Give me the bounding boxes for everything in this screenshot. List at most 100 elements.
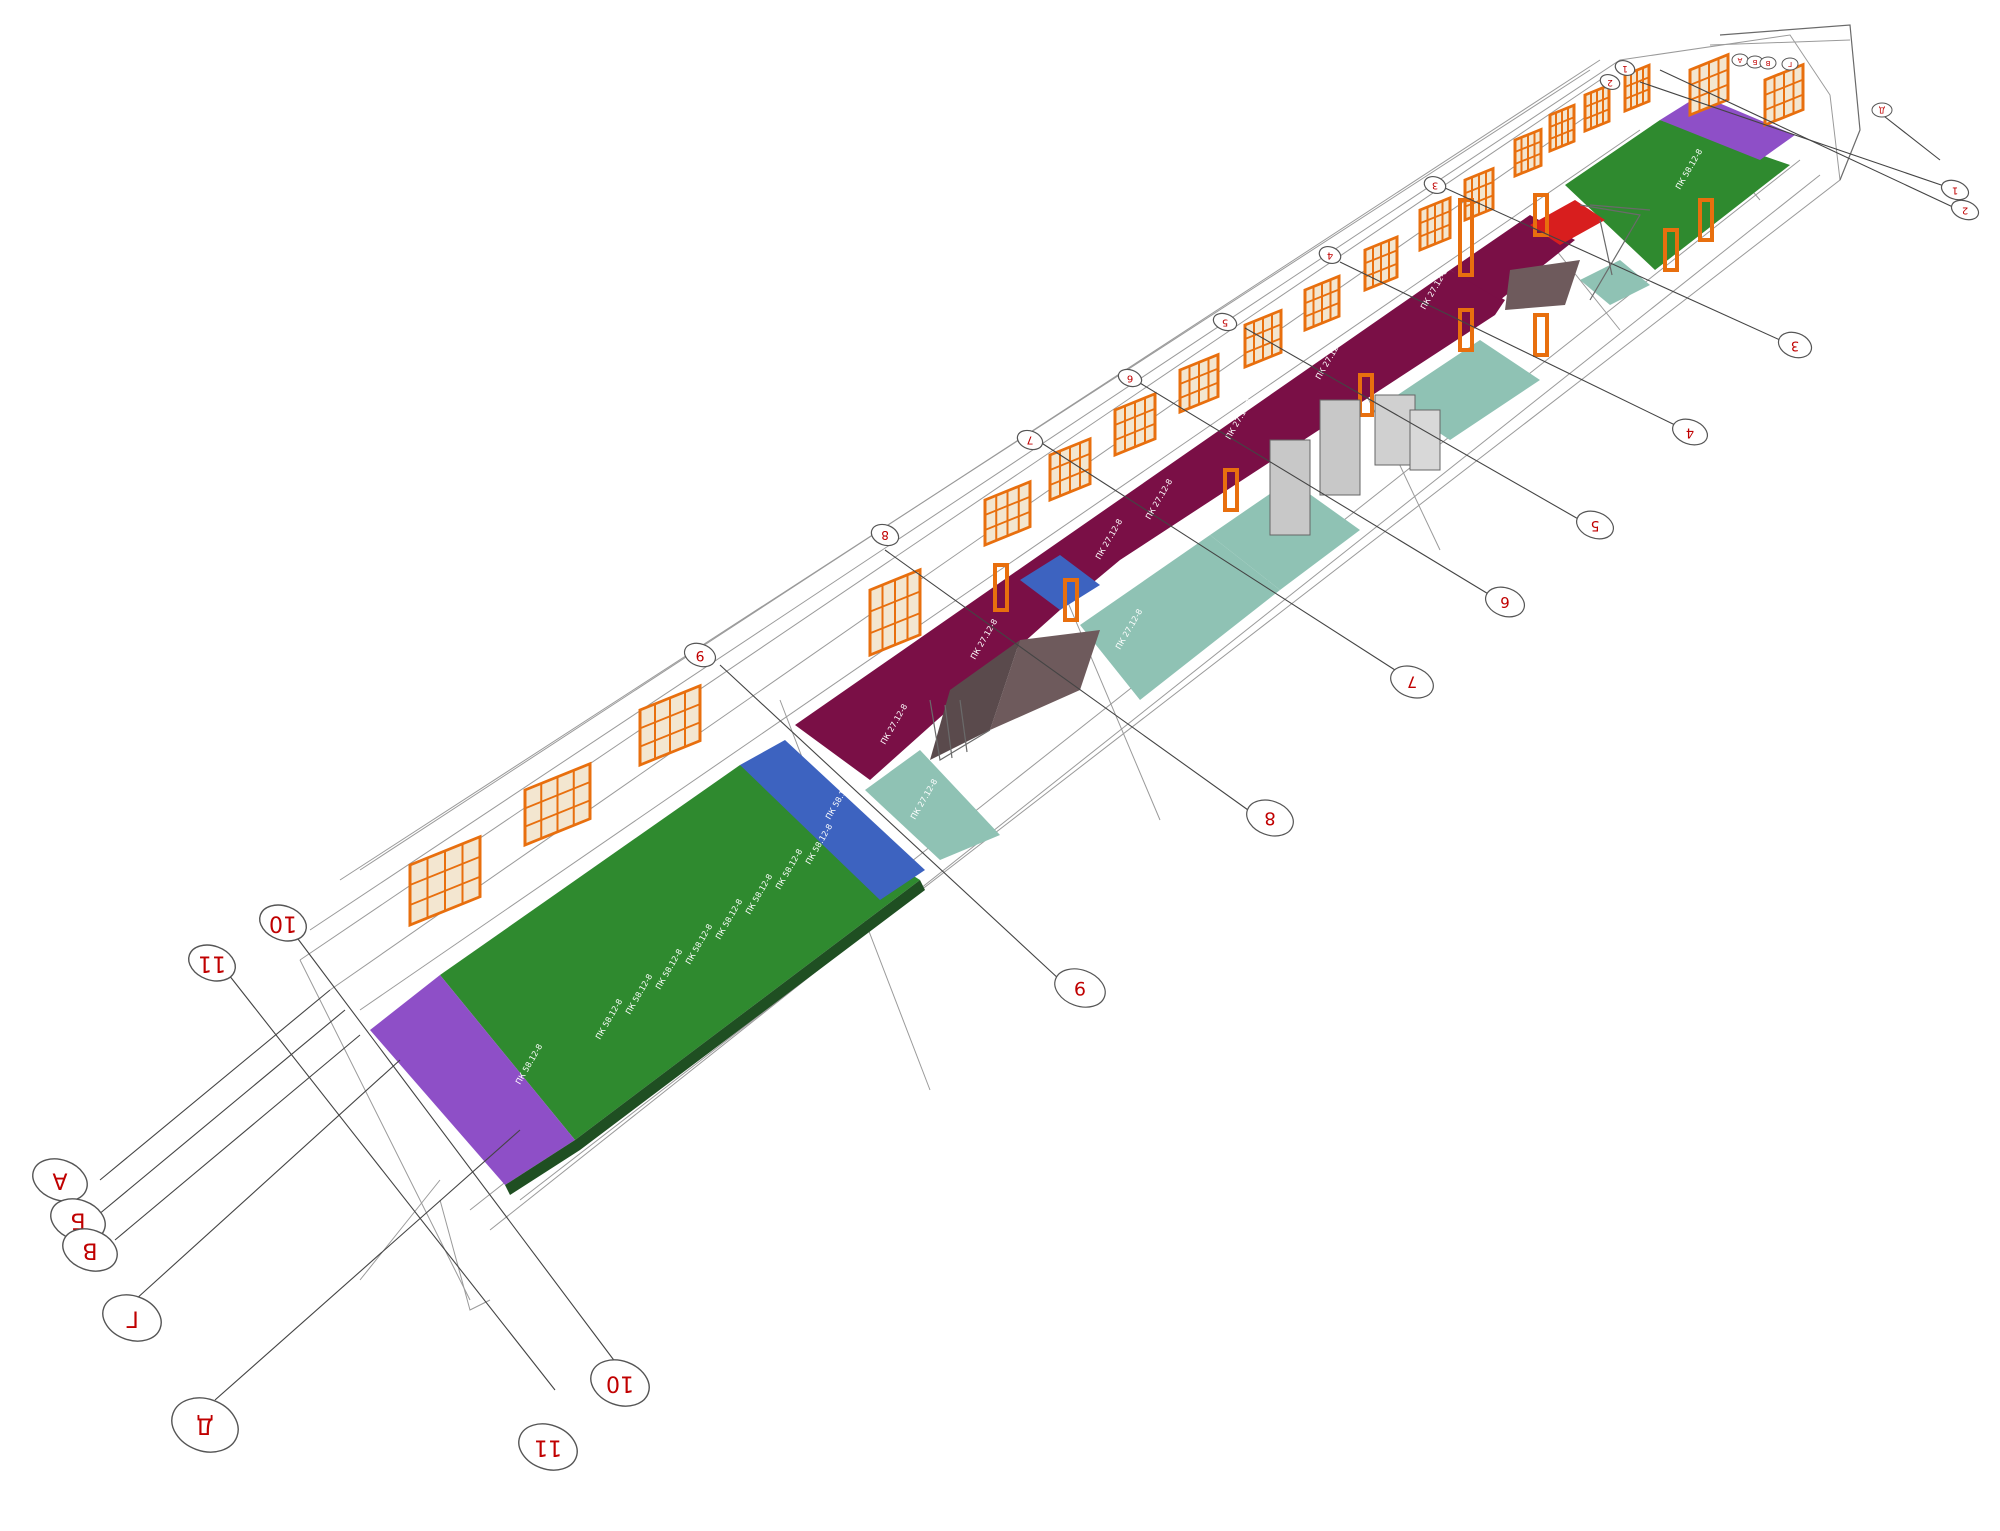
axis-marker-G-top: Г bbox=[1781, 57, 1799, 71]
window-frame bbox=[1623, 63, 1651, 114]
floor-zone-green-right bbox=[1565, 120, 1790, 270]
axis-markers: А Б В Г Д 11 10 10 bbox=[32, 53, 1980, 1471]
window-frame bbox=[1418, 195, 1452, 253]
svg-text:9: 9 bbox=[1074, 977, 1086, 999]
floor-zone-green-large bbox=[440, 765, 920, 1140]
svg-text:8: 8 bbox=[1264, 808, 1275, 829]
door-frame bbox=[1663, 228, 1679, 272]
axis-marker-3-right: 3 bbox=[1777, 331, 1813, 359]
leader-lines bbox=[97, 69, 1956, 1401]
window-frame bbox=[1303, 274, 1341, 333]
door-frame bbox=[1458, 198, 1474, 277]
axis-marker-5-right: 5 bbox=[1576, 510, 1614, 540]
axis-marker-10-bottom: 10 bbox=[590, 1359, 650, 1407]
axis-marker-9-top: 9 bbox=[683, 642, 717, 668]
window-frame bbox=[1463, 166, 1495, 223]
svg-text:9: 9 bbox=[696, 647, 705, 663]
sanitary-cubicles bbox=[1269, 394, 1441, 536]
door-frame bbox=[1698, 198, 1714, 242]
door-frame bbox=[1063, 578, 1079, 622]
svg-text:5: 5 bbox=[1222, 317, 1228, 328]
axis-marker-4-right: 4 bbox=[1671, 418, 1709, 446]
floor-zone-teal-e bbox=[1580, 260, 1650, 305]
axis-marker-1-right: 1 bbox=[1940, 179, 1970, 201]
window-frame bbox=[1113, 391, 1157, 458]
floor-zone-blue bbox=[740, 740, 925, 900]
floor-zone-maroon-corridor bbox=[795, 270, 1505, 780]
window-frame bbox=[1048, 436, 1092, 503]
axis-marker-9-right: 9 bbox=[1054, 968, 1106, 1008]
door-frame bbox=[1533, 313, 1549, 357]
axis-marker-8-top: 8 bbox=[870, 523, 900, 547]
svg-text:Д: Д bbox=[1879, 106, 1885, 115]
door-frame bbox=[1223, 468, 1239, 512]
door-frame bbox=[993, 563, 1009, 612]
axis-marker-10-top: 10 bbox=[259, 904, 307, 942]
axis-marker-6-right: 6 bbox=[1485, 586, 1525, 618]
axis-marker-7-right: 7 bbox=[1390, 665, 1434, 699]
svg-text:3: 3 bbox=[1791, 338, 1799, 353]
window-frame bbox=[638, 683, 702, 768]
svg-text:В: В bbox=[1765, 59, 1770, 67]
svg-text:4: 4 bbox=[1327, 250, 1333, 261]
svg-text:5: 5 bbox=[1591, 517, 1600, 533]
axis-marker-7-top: 7 bbox=[1016, 429, 1044, 451]
axis-marker-A-top: А bbox=[1731, 53, 1749, 67]
axis-marker-D-top: Д bbox=[1871, 102, 1893, 118]
axis-marker-V-top: В bbox=[1759, 56, 1777, 70]
window-frame bbox=[1763, 62, 1805, 128]
door-frame bbox=[1458, 308, 1474, 352]
svg-text:11: 11 bbox=[198, 951, 226, 976]
window-frame bbox=[1178, 352, 1220, 415]
axis-marker-G-left: Г bbox=[102, 1294, 162, 1342]
svg-text:Б: Б bbox=[70, 1208, 85, 1233]
svg-text:8: 8 bbox=[881, 528, 889, 542]
floor-zone-teal-a bbox=[865, 750, 1000, 860]
staircase-main bbox=[929, 630, 1100, 761]
svg-text:В: В bbox=[82, 1238, 97, 1263]
svg-text:6: 6 bbox=[1500, 593, 1510, 611]
window-frame bbox=[523, 761, 592, 848]
svg-text:Г: Г bbox=[1788, 60, 1792, 68]
svg-text:А: А bbox=[52, 1168, 67, 1193]
svg-text:3: 3 bbox=[1432, 180, 1438, 191]
door-frame bbox=[1533, 193, 1549, 237]
window-frame bbox=[1583, 83, 1611, 134]
svg-text:7: 7 bbox=[1027, 434, 1034, 447]
window-frame bbox=[868, 567, 922, 658]
door-frame bbox=[1358, 373, 1374, 417]
svg-text:6: 6 bbox=[1127, 373, 1133, 384]
axis-marker-11-top: 11 bbox=[188, 944, 236, 982]
svg-text:1: 1 bbox=[1622, 63, 1628, 73]
svg-text:2: 2 bbox=[1962, 205, 1968, 216]
axis-marker-8-right: 8 bbox=[1246, 799, 1294, 837]
svg-text:Б: Б bbox=[1752, 58, 1757, 66]
svg-text:2: 2 bbox=[1607, 77, 1613, 87]
axis-marker-V-left: В bbox=[62, 1228, 118, 1272]
window-frame bbox=[1548, 103, 1576, 154]
svg-text:10: 10 bbox=[269, 911, 297, 936]
svg-text:10: 10 bbox=[606, 1371, 634, 1396]
axis-marker-5-top: 5 bbox=[1212, 312, 1238, 332]
window-frame bbox=[408, 834, 482, 928]
window-group bbox=[408, 52, 1805, 928]
floor-zone-teal-b bbox=[1080, 535, 1280, 700]
window-frame bbox=[1363, 234, 1399, 293]
axis-marker-6-top: 6 bbox=[1117, 368, 1143, 388]
axis-marker-D-left: Д bbox=[171, 1397, 239, 1453]
window-frame bbox=[1688, 52, 1730, 118]
axis-marker-2-right: 2 bbox=[1950, 199, 1980, 221]
axis-marker-11-bottom: 11 bbox=[518, 1423, 578, 1471]
svg-text:4: 4 bbox=[1686, 425, 1694, 440]
window-frame bbox=[983, 479, 1032, 548]
staircase-right bbox=[1505, 204, 1651, 310]
axis-marker-4-top: 4 bbox=[1318, 245, 1342, 265]
floor-zone-blue-small bbox=[1020, 555, 1100, 610]
window-frame bbox=[1513, 127, 1543, 179]
svg-text:11: 11 bbox=[534, 1435, 562, 1460]
svg-text:Г: Г bbox=[125, 1306, 138, 1331]
floor-zone-purple-left bbox=[370, 975, 575, 1185]
door-group bbox=[993, 193, 1714, 622]
svg-text:Д: Д bbox=[196, 1413, 213, 1438]
